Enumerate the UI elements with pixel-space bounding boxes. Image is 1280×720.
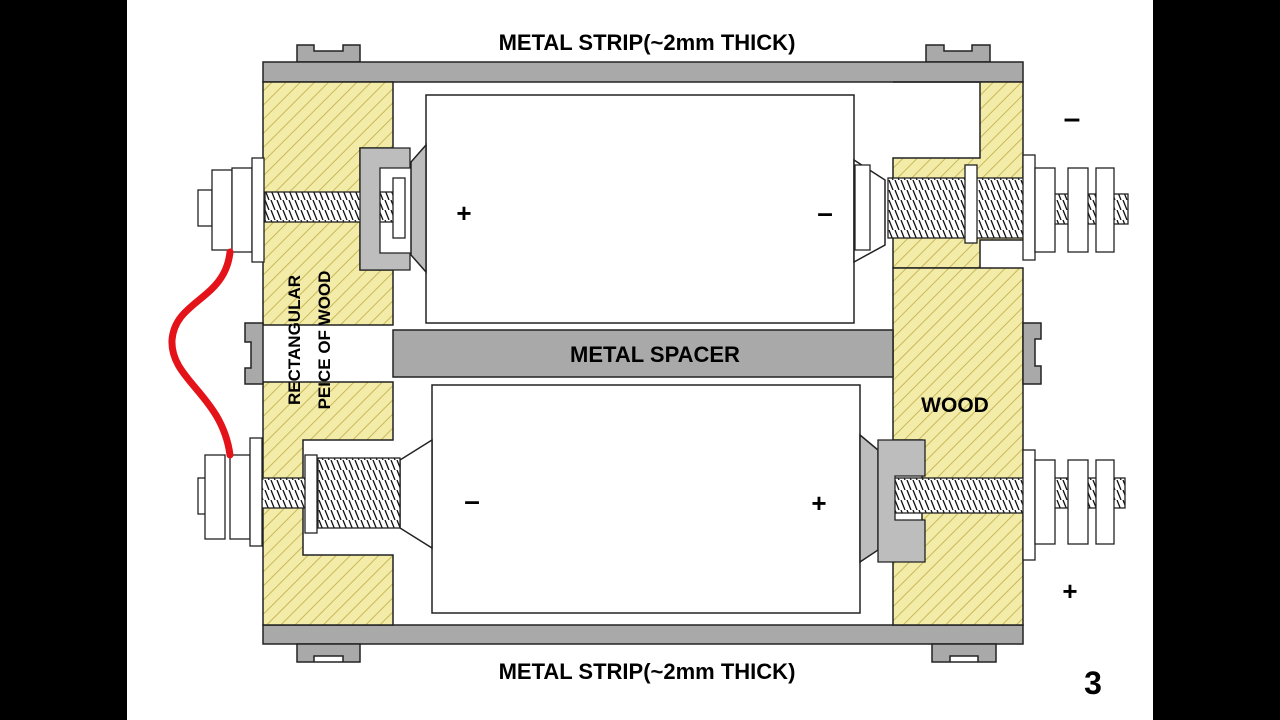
rectangular-wood-label-line2: PEICE OF WOOD bbox=[315, 271, 334, 410]
bottom-cell-positive-pole: + bbox=[811, 488, 826, 518]
bottom-metal-strip bbox=[262, 624, 1024, 663]
top-cell-negative-pole: – bbox=[817, 197, 833, 228]
top-metal-strip bbox=[262, 44, 1024, 83]
top-right-nuts bbox=[1022, 154, 1115, 261]
wood-label: WOOD bbox=[921, 394, 989, 417]
metal-spacer-label: METAL SPACER bbox=[570, 342, 740, 367]
top-strip-label: METAL STRIP(~2mm THICK) bbox=[499, 30, 796, 55]
metal-spacer bbox=[244, 322, 1042, 385]
bottom-screw bbox=[261, 439, 1126, 563]
top-cell-positive-pole: + bbox=[456, 198, 471, 228]
positive-terminal-label: + bbox=[1062, 576, 1077, 606]
red-jumper-wire bbox=[168, 248, 234, 459]
bottom-left-nuts bbox=[197, 437, 263, 547]
bottom-right-nuts bbox=[1022, 449, 1115, 561]
bottom-battery-cell bbox=[399, 384, 879, 614]
negative-terminal-label: – bbox=[1064, 102, 1081, 135]
bottom-cell-negative-pole: – bbox=[464, 485, 480, 516]
top-battery-cell bbox=[410, 94, 886, 324]
bottom-strip-label: METAL STRIP(~2mm THICK) bbox=[499, 659, 796, 684]
rectangular-wood-label-line1: RECTANGULAR bbox=[285, 275, 304, 405]
top-left-nuts bbox=[197, 157, 265, 263]
page-number: 3 bbox=[1084, 665, 1102, 701]
